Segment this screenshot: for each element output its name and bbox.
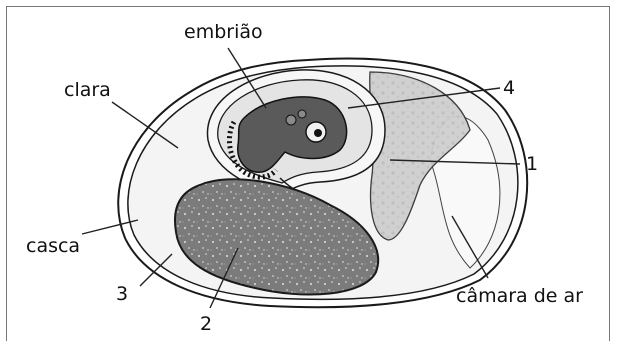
embryo-bud-2: [298, 110, 306, 118]
label-1: 1: [526, 153, 538, 175]
embryo-pupil: [314, 129, 322, 137]
label-embriao: embrião: [184, 21, 263, 43]
label-casca: casca: [26, 235, 80, 257]
label-2: 2: [200, 313, 212, 335]
label-4: 4: [503, 77, 515, 99]
embryo-bud: [286, 115, 296, 125]
label-3: 3: [116, 283, 128, 305]
label-clara: clara: [64, 79, 111, 101]
label-camara: câmara de ar: [456, 285, 583, 307]
